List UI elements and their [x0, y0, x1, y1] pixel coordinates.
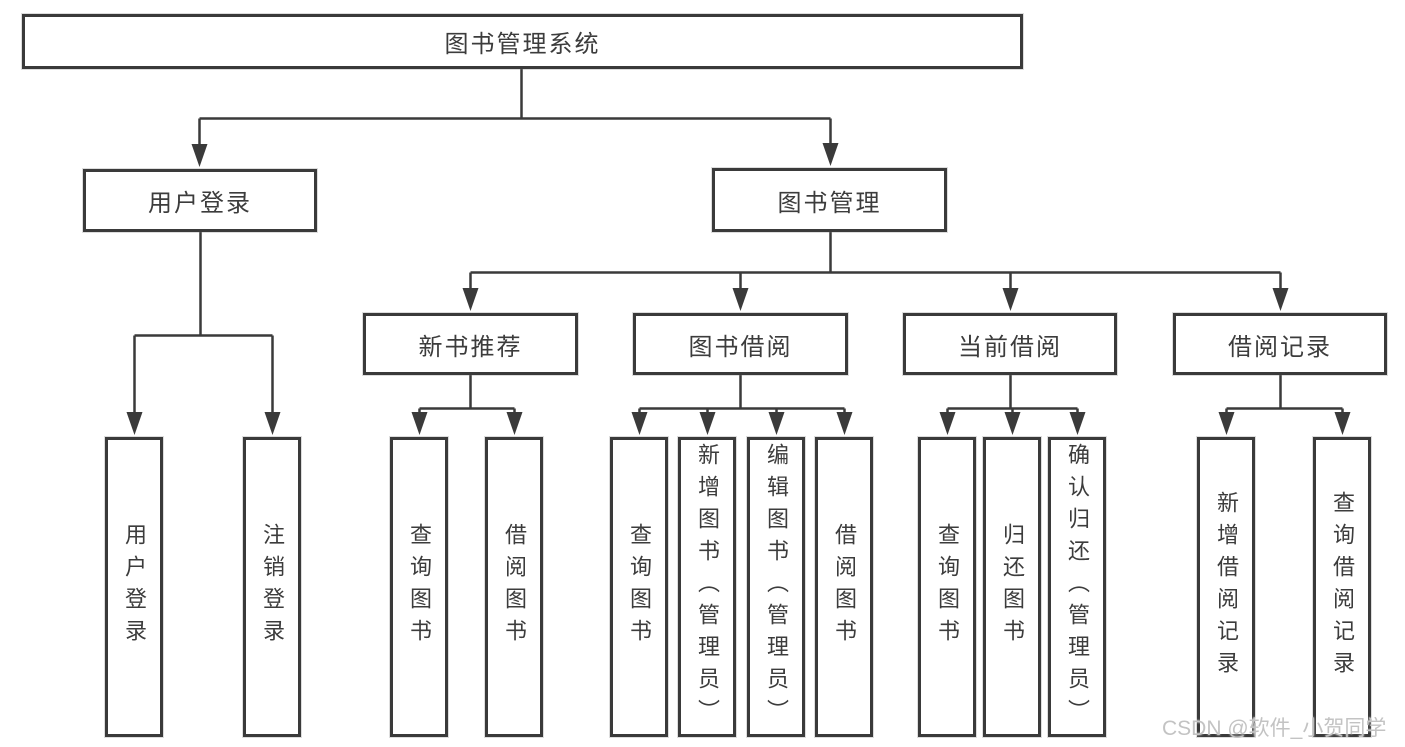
arrow-icon: [1218, 412, 1235, 435]
leaf-borrow-books: 借阅图书: [815, 437, 873, 737]
node-label: 图书管理系统: [444, 31, 601, 58]
connector-book-borrow-branch: [638, 375, 846, 413]
leaf-query-books-borrow: 查询图书: [610, 437, 668, 737]
arrow-icon: [768, 412, 785, 435]
node-label: 当前借阅: [958, 333, 1062, 361]
leaf-label: 借阅图书: [832, 523, 857, 651]
arrow-icon: [506, 412, 523, 435]
node-new-book-recommend: 新书推荐: [363, 313, 578, 375]
arrow-icon: [462, 288, 479, 311]
leaf-return-books: 归还图书: [983, 437, 1041, 737]
leaf-label: 新增借阅记录: [1214, 491, 1239, 683]
arrow-icon: [732, 288, 749, 311]
node-label: 新书推荐: [418, 333, 523, 361]
arrow-icon: [1069, 412, 1086, 435]
leaf-borrow-books-recommend: 借阅图书: [485, 437, 543, 737]
leaf-add-borrow-record: 新增借阅记录: [1197, 437, 1255, 737]
leaf-label: 确认归还（管理员）: [1065, 443, 1090, 731]
node-label: 借阅记录: [1228, 333, 1332, 361]
leaf-user-login: 用户登录: [105, 437, 163, 737]
leaf-label: 查询图书: [627, 523, 652, 651]
connector-user-login-branch: [133, 232, 274, 413]
arrow-icon: [126, 412, 143, 435]
leaf-confirm-return-admin: 确认归还（管理员）: [1048, 437, 1106, 737]
arrow-icon: [1334, 412, 1351, 435]
leaf-logout: 注销登录: [243, 437, 301, 737]
node-user-login: 用户登录: [83, 169, 317, 232]
leaf-label: 注销登录: [260, 523, 285, 651]
leaf-edit-books-admin: 编辑图书（管理员）: [747, 437, 805, 737]
leaf-label: 查询借阅记录: [1330, 491, 1355, 683]
leaf-label: 查询图书: [407, 523, 432, 651]
leaf-label: 查询图书: [935, 523, 960, 651]
node-label: 用户登录: [148, 190, 252, 217]
leaf-label: 归还图书: [1000, 523, 1025, 651]
connector-book-management-branch: [469, 232, 1282, 290]
arrow-icon: [822, 143, 839, 166]
node-label: 图书借阅: [688, 333, 793, 361]
leaf-label: 借阅图书: [502, 523, 527, 651]
leaf-label: 新增图书（管理员）: [695, 443, 720, 731]
arrow-icon: [1004, 412, 1021, 435]
arrow-icon: [264, 412, 281, 435]
node-label: 图书管理: [777, 189, 882, 217]
node-current-borrow: 当前借阅: [903, 313, 1117, 375]
arrow-icon: [939, 412, 956, 435]
connector-new-book-branch: [418, 375, 516, 413]
leaf-add-books-admin: 新增图书（管理员）: [678, 437, 736, 737]
leaf-query-borrow-record: 查询借阅记录: [1313, 437, 1371, 737]
arrow-icon: [836, 412, 853, 435]
arrow-icon: [411, 412, 428, 435]
node-book-borrow: 图书借阅: [633, 313, 848, 375]
connector-borrow-record-branch: [1225, 375, 1344, 413]
leaf-label: 编辑图书（管理员）: [764, 443, 789, 731]
arrow-icon: [699, 412, 716, 435]
connector-root-to-level2: [198, 69, 832, 146]
arrow-icon: [631, 412, 648, 435]
node-borrow-record: 借阅记录: [1173, 313, 1387, 375]
leaf-query-books-current: 查询图书: [918, 437, 976, 737]
arrow-icon: [1272, 288, 1289, 311]
arrow-icon: [191, 144, 208, 167]
connector-current-borrow-branch: [946, 375, 1079, 413]
node-root-system: 图书管理系统: [22, 14, 1023, 69]
arrow-icon: [1002, 288, 1019, 311]
leaf-query-books-recommend: 查询图书: [390, 437, 448, 737]
node-book-management: 图书管理: [712, 168, 947, 232]
leaf-label: 用户登录: [122, 523, 147, 651]
